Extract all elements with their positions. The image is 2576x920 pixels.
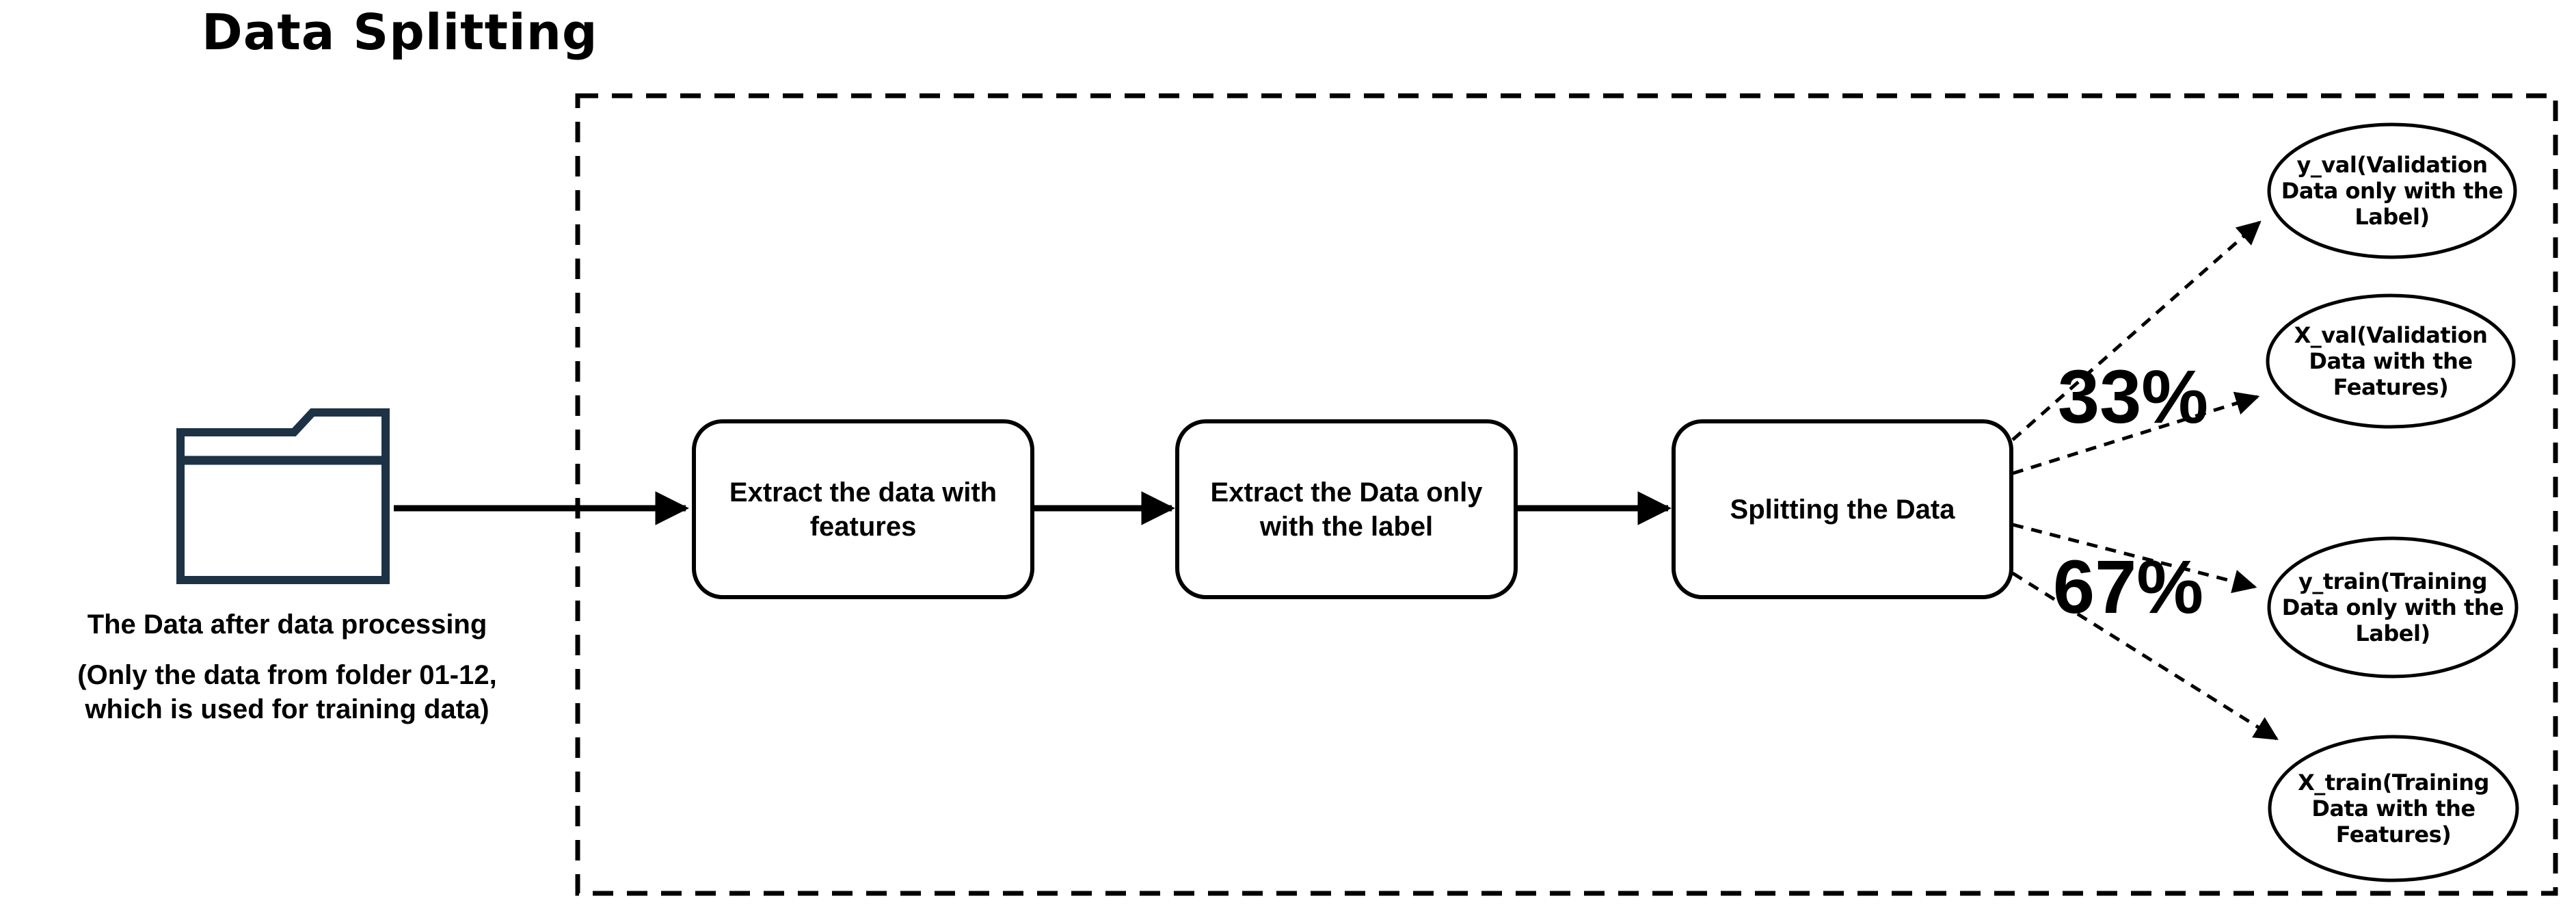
output-ellipse-x-val <box>2266 293 2516 429</box>
folder-icon <box>176 408 390 584</box>
label-line: features <box>809 511 917 542</box>
label-line: Data with the <box>2309 348 2473 374</box>
label-line: Extract the Data only <box>1210 477 1483 508</box>
label-line: Label) <box>2355 620 2430 646</box>
folder-caption-line1: The Data after data processing <box>87 609 487 640</box>
label-line: y_val(Validation <box>2296 152 2488 178</box>
process-box-split-data <box>1672 419 2013 599</box>
dashed-arrow-to-y-val <box>2011 220 2262 441</box>
label-line: Features) <box>2333 374 2449 400</box>
dashed-arrow-to-x-train <box>2011 571 2279 741</box>
folder-caption-parenthetical: (Only the data from folder 01-12, which … <box>10 658 564 726</box>
label-line: Data only with the <box>2281 178 2504 204</box>
dashed-arrow-to-y-train <box>2012 523 2257 594</box>
validation-percentage-label: 33% <box>2057 355 2209 439</box>
training-percentage-label: 67% <box>2052 545 2204 629</box>
label-line: Extract the data with <box>729 477 997 508</box>
label-line: Data with the <box>2311 796 2476 822</box>
folder-caption-line2: (Only the data from folder 01-12, <box>77 660 497 690</box>
output-ellipse-y-train <box>2267 536 2519 679</box>
output-x-train-label: X_train(Training Data with the Features) <box>2270 737 2517 880</box>
label-line: Features) <box>2335 822 2452 847</box>
process-box-extract-features-label: Extract the data with features <box>694 421 1032 597</box>
folder-caption-line3: which is used for training data) <box>85 694 489 724</box>
process-box-extract-label-label: Extract the Data only with the label <box>1177 421 1516 597</box>
output-x-val-label: X_val(Validation Data with the Features) <box>2268 295 2514 427</box>
output-ellipse-x-train <box>2268 735 2519 882</box>
output-ellipse-y-val <box>2267 122 2517 259</box>
label-line: X_val(Validation <box>2294 322 2488 348</box>
label-line: Label) <box>2354 204 2430 230</box>
label-line: X_train(Training <box>2298 770 2489 796</box>
output-y-train-label: y_train(Training Data only with the Labe… <box>2269 538 2517 676</box>
label-line: y_train(Training <box>2298 568 2488 594</box>
label-line: with the label <box>1259 511 1434 542</box>
label-line: Splitting the Data <box>1730 494 1955 525</box>
process-box-extract-features <box>692 419 1034 599</box>
process-box-extract-label <box>1175 419 1518 599</box>
dashed-arrow-to-x-val <box>2012 391 2260 475</box>
label-line: Data only with the <box>2281 594 2504 620</box>
output-y-val-label: y_val(Validation Data only with the Labe… <box>2269 124 2515 257</box>
diagram-title: Data Splitting <box>202 3 598 61</box>
pipeline-dashed-region <box>575 93 2558 896</box>
process-box-split-data-label: Splitting the Data <box>1674 421 2011 597</box>
